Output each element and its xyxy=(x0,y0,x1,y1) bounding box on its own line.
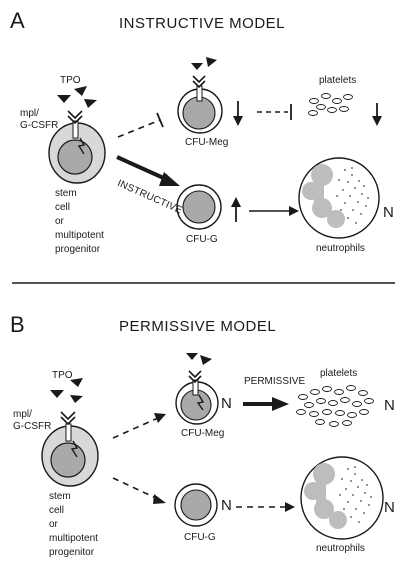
neutrophil-cell-b xyxy=(300,456,384,540)
panel-a-title: INSTRUCTIVE MODEL xyxy=(119,15,286,32)
panel-b-cfu-meg-n-mark: N xyxy=(221,395,232,412)
arrows-panel-b xyxy=(112,397,295,512)
panel-b-receptor-label-1: mpl/ xyxy=(13,409,32,420)
panel-b-title: PERMISSIVE MODEL xyxy=(119,318,277,335)
panel-b-letter: B xyxy=(10,312,25,337)
panel-a-cfu-meg-label: CFU-Meg xyxy=(185,137,229,148)
panel-b-cfu-g-n-mark: N xyxy=(221,497,232,514)
stem-cell-a xyxy=(48,110,106,184)
panel-b-stem-line-1: stem xyxy=(49,491,71,502)
cfu-g-cell-b xyxy=(174,483,218,527)
cfu-meg-cell-a xyxy=(177,57,223,134)
panel-a-receptor-label-2: G-CSFR xyxy=(20,120,59,131)
panel-b-platelets-label: platelets xyxy=(320,368,358,379)
panel-a-letter: A xyxy=(10,8,25,33)
panel-a-tpo-label: TPO xyxy=(60,75,81,86)
panel-a-stem-line-5: progenitor xyxy=(55,244,101,255)
stem-cell-b xyxy=(41,411,99,487)
arrows-panel-a xyxy=(116,101,382,222)
panel-b-stem-line-5: progenitor xyxy=(49,547,95,558)
neutrophil-cell-a xyxy=(298,157,380,239)
panel-a-stem-line-1: stem xyxy=(55,188,77,199)
panel-b-platelets-n-mark: N xyxy=(384,397,395,414)
panel-b-receptor-label-2: G-CSFR xyxy=(13,421,52,432)
panel-b-tpo-label: TPO xyxy=(52,370,73,381)
panel-a-cfu-g-label: CFU-G xyxy=(186,234,218,245)
panel-a-stem-line-4: multipotent xyxy=(55,230,104,241)
panel-b-stem-line-2: cell xyxy=(49,505,65,516)
cfu-g-cell-a xyxy=(176,184,222,230)
panel-a-stem-line-2: cell xyxy=(55,202,71,213)
panel-b-cfu-g-label: CFU-G xyxy=(184,532,216,543)
panel-b-stem-line-3: or xyxy=(49,519,58,530)
panel-b-permissive-arrow-label: PERMISSIVE xyxy=(244,376,306,387)
panel-b-neutrophil-n-mark: N xyxy=(384,499,395,516)
panel-b-stem-line-4: multipotent xyxy=(49,533,98,544)
panel-b-neutrophils-label: neutrophils xyxy=(316,543,365,554)
cfu-meg-cell-b xyxy=(175,353,219,425)
platelets-cluster-a xyxy=(308,93,353,116)
panel-b-cfu-meg-label: CFU-Meg xyxy=(181,428,225,439)
platelets-cluster-b xyxy=(296,385,374,427)
panel-a-n-mark: N xyxy=(383,204,394,221)
tpo-ligands-b xyxy=(50,378,83,403)
panel-a-receptor-label-1: mpl/ xyxy=(20,108,39,119)
tpo-ligands-a xyxy=(57,86,97,108)
panel-a-stem-line-3: or xyxy=(55,216,64,227)
panel-a-neutrophils-label: neutrophils xyxy=(316,243,365,254)
panel-a-platelets-label: platelets xyxy=(319,75,357,86)
